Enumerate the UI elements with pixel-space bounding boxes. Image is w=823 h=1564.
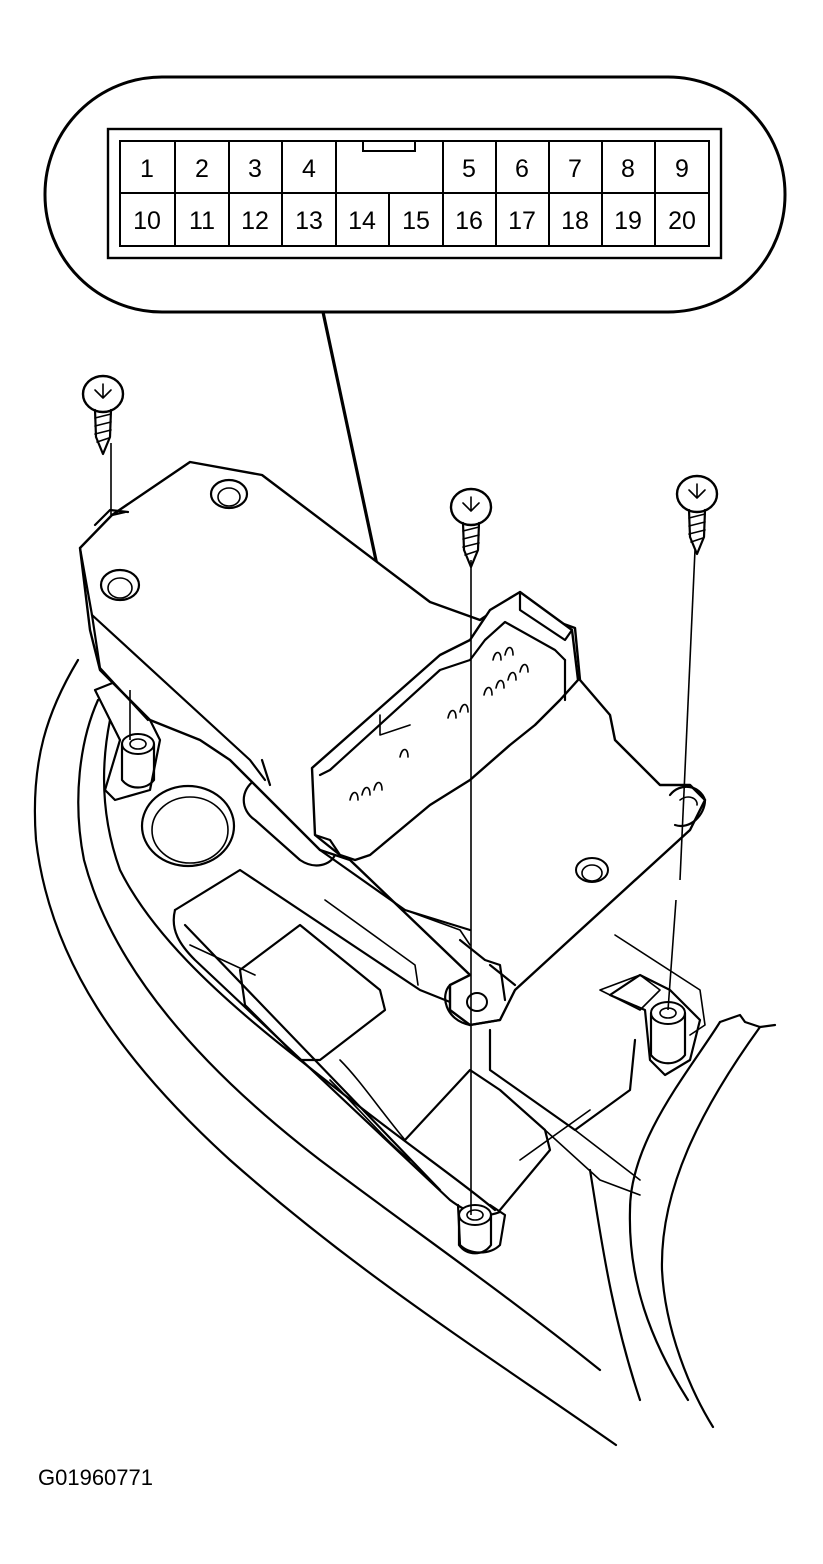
pin-label: 19: [614, 207, 642, 235]
pin-label: 12: [241, 207, 269, 235]
pin-label: 9: [675, 155, 689, 183]
pin-label: 16: [455, 207, 483, 235]
panel-hole: [140, 784, 236, 868]
pin-labels: 1 2 3 4 5 6 7 8 9 10 11 12 13 14 15 16 1…: [133, 155, 696, 235]
pin-label: 10: [133, 207, 161, 235]
pin-label: 13: [295, 207, 323, 235]
socket-pins: [349, 646, 529, 801]
screw-icon: [675, 474, 719, 556]
pin-label: 3: [248, 155, 262, 183]
pin-label: 14: [348, 207, 376, 235]
pin-label: 18: [561, 207, 589, 235]
mounting-boss-right: [608, 973, 702, 1077]
pin-label: 1: [140, 155, 154, 183]
connector-outline: [106, 127, 723, 260]
pin-label: 5: [462, 155, 476, 183]
screw-guide-lines: [110, 443, 696, 1215]
pin-label: 7: [568, 155, 582, 183]
screw-icon: [449, 487, 493, 569]
pin-label: 20: [668, 207, 696, 235]
connector-key-tab: [362, 140, 416, 152]
mounting-boss-center: [456, 1203, 507, 1255]
connector-grid: [120, 141, 709, 246]
callout-bubble: [43, 75, 787, 314]
pin-label: 4: [302, 155, 316, 183]
pin-label: 15: [402, 207, 430, 235]
pin-label: 2: [195, 155, 209, 183]
pin-label: 8: [621, 155, 635, 183]
figure-id: G01960771: [38, 1465, 153, 1490]
unit-connector-socket: [310, 590, 580, 862]
pin-label: 6: [515, 155, 529, 183]
pin-label: 11: [189, 207, 215, 235]
connector-callout: 1 2 3 4 5 6 7 8 9 10 11 12 13 14 15 16 1…: [43, 75, 787, 314]
pin-label: 17: [508, 207, 536, 235]
screw-icon: [81, 374, 125, 456]
